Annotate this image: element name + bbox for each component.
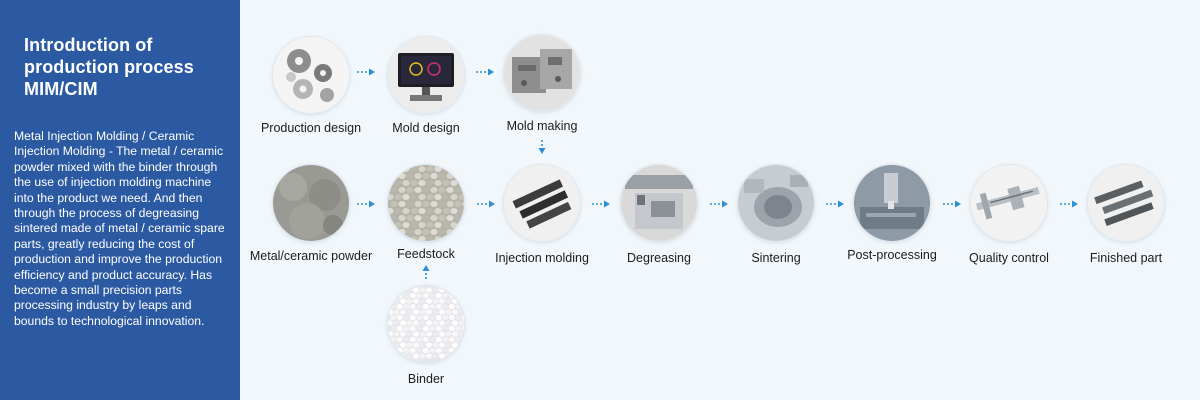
step-label: Binder: [407, 372, 445, 386]
step-label: Sintering: [751, 251, 801, 265]
monitor-image: [388, 37, 464, 113]
step-label: Degreasing: [627, 251, 691, 265]
step-label: Quality control: [969, 251, 1049, 265]
flow-arrow-icon: [1060, 200, 1078, 208]
flow-arrow-icon: [357, 68, 375, 76]
finished-parts-image: [1088, 165, 1164, 241]
flow-arrow-icon: [477, 200, 495, 208]
flow-arrow-icon: [538, 140, 546, 154]
step-label: Metal/ceramic powder: [249, 249, 373, 263]
gears-image: [273, 37, 349, 113]
flow-arrow-icon: [357, 200, 375, 208]
panel-title: Introduction of production process MIM/C…: [24, 35, 194, 99]
degreasing-furnace-image: [621, 165, 697, 241]
step-label: Post-processing: [847, 248, 937, 262]
step-label: Injection molding: [495, 251, 589, 265]
panel-description: Metal Injection Molding / Ceramic Inject…: [14, 129, 225, 328]
step-label: Mold making: [506, 119, 578, 133]
intro-panel: Introduction of production process MIM/C…: [0, 0, 240, 400]
molded-part-image: [504, 165, 580, 241]
step-label: Production design: [260, 121, 362, 135]
flow-arrow-icon: [476, 68, 494, 76]
flow-arrow-icon: [422, 265, 430, 279]
cnc-machine-image: [854, 165, 930, 241]
pellets-image: [388, 165, 464, 241]
step-label: Finished part: [1089, 251, 1163, 265]
flow-arrow-icon: [592, 200, 610, 208]
sintering-furnace-image: [738, 165, 814, 241]
process-diagram: Production design Mold design: [240, 0, 1200, 400]
step-label: Mold design: [392, 121, 460, 135]
flow-arrow-icon: [943, 200, 961, 208]
powder-image: [273, 165, 349, 241]
flow-arrow-icon: [826, 200, 844, 208]
binder-granules-image: [388, 286, 464, 362]
mold-image: [504, 35, 580, 111]
step-label: Feedstock: [397, 247, 455, 261]
caliper-image: [971, 165, 1047, 241]
flow-arrow-icon: [710, 200, 728, 208]
